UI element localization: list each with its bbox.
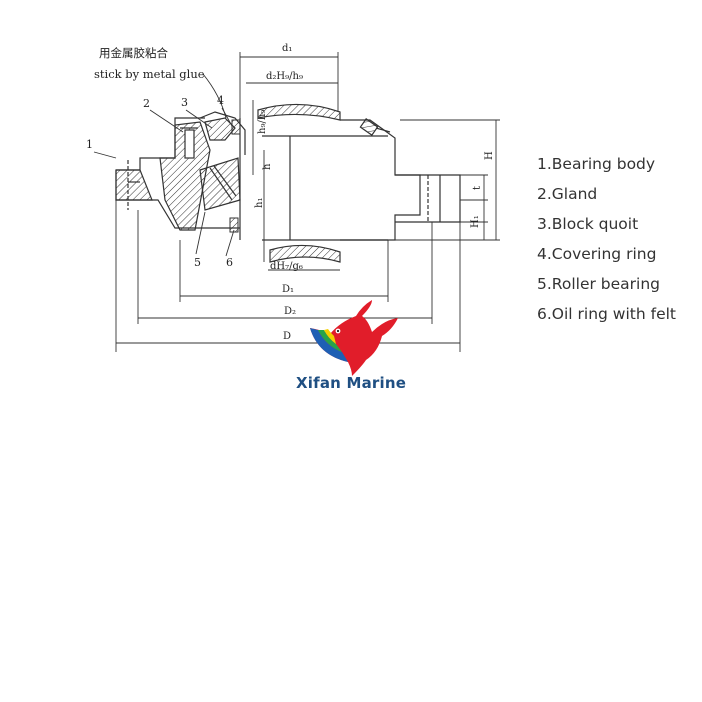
leader-lines [93,73,235,257]
dimension-lines [115,52,500,352]
annotation: 用金属胶粘合 stick by metal glue [94,46,205,81]
annotation-english: stick by metal glue [94,67,205,81]
parts-legend: 1.Bearing body 2.Gland 3.Block quoit 4.C… [537,153,676,333]
legend-item: 3.Block quoit [537,215,639,233]
dim-d1: d₁ [282,43,292,54]
bearing-body [115,117,240,231]
rudder-stock [239,103,461,263]
dim-h1: h₁ [254,198,265,208]
dim-H1: H₁ [470,215,481,228]
roller-bearing [199,157,241,211]
dim-D1: D₁ [282,284,294,295]
callout-1: 1 [86,138,93,151]
dim-D: D [283,331,291,342]
legend-item: 6.Oil ring with felt [537,305,676,323]
dimension-labels: d₁ d₂H₉/h₉ h₉/h₉ h h₁ H t H₁ dH₇/g₆ D₁ D… [254,43,495,342]
legend-item: 4.Covering ring [537,245,657,263]
dim-H: H [484,151,495,160]
brand-name: Xifan Marine [296,374,407,392]
dim-h: h [262,163,273,170]
dim-dH7: dH₇/g₆ [270,261,303,272]
gland [180,111,246,159]
dim-d2: d₂H₉/h₉ [266,71,303,82]
dim-t: t [472,186,483,190]
callout-6: 6 [226,256,233,269]
callout-2: 2 [143,97,150,110]
dim-h-fit: h₉/h₉ [257,110,268,134]
annotation-chinese: 用金属胶粘合 [99,46,168,60]
dim-D2: D₂ [284,306,296,317]
callout-numbers: 1 2 3 4 5 6 [86,94,233,269]
legend-item: 5.Roller bearing [537,275,661,293]
legend-item: 2.Gland [537,185,598,203]
legend-item: 1.Bearing body [537,155,656,173]
xifan-marine-logo [310,300,398,376]
callout-4: 4 [217,94,224,107]
callout-3: 3 [181,96,188,109]
callout-5: 5 [194,256,201,269]
